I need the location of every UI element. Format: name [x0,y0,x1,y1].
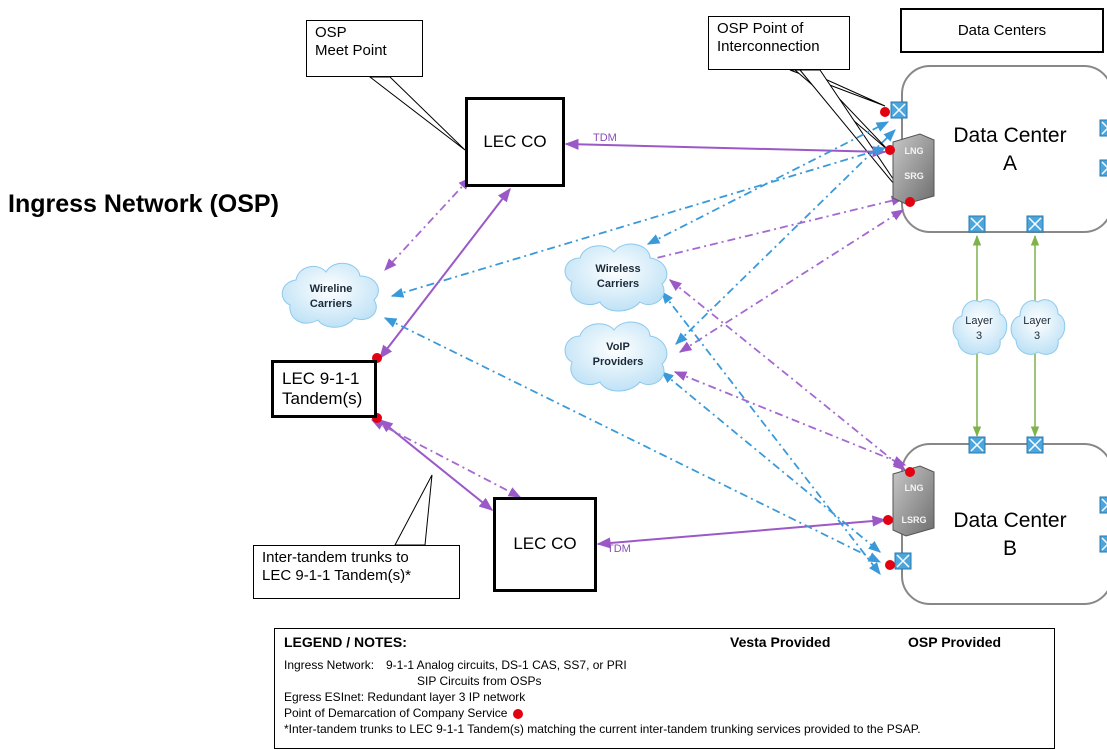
layer3-cloud-b-label: Layer 3 [1016,314,1058,344]
interconnection-callout-line2: Interconnection [717,38,820,55]
demarcation-point [905,467,915,477]
wireless-line1: Wireless [595,263,641,275]
voip-providers-label: VoIP Providers [580,340,656,370]
legend-demarcation-row: Point of Demarcation of Company Service [284,706,523,721]
data-center-b-line2: B [1002,537,1017,561]
wireless-carriers-label: Wireless Carriers [580,262,656,292]
callout-pointers [368,69,909,546]
stack-b-label-2: LSRG [901,515,927,525]
wireline-line2: Carriers [309,297,353,310]
tandem-line1: LEC 9-1-1 [282,368,360,388]
switch-icon [1099,159,1107,177]
stack-a-label-2: SRG [904,171,924,181]
layer3-a-line1: Layer [965,315,993,327]
gateway-stack-a [892,133,935,205]
meet-point-callout: OSP Meet Point [306,20,423,77]
wireline-carriers-label: Wireline Carriers [296,282,366,312]
legend-ingress-text-2: SIP Circuits from OSPs [417,674,542,688]
data-center-a-line1: Data Center [953,124,1067,147]
legend-title: LEGEND / NOTES: [284,634,407,650]
data-center-b-line1: Data Center [953,509,1067,532]
switch-icon-crosses [892,103,1107,568]
osp-blue-links [383,121,896,575]
switch-icon [1099,535,1107,553]
demarcation-points [372,107,915,570]
legend-footnote: *Inter-tandem trunks to LEC 9-1-1 Tandem… [284,722,921,736]
demarcation-point [885,145,895,155]
layer3-b-line1: Layer [1023,315,1051,327]
legend-ingress-text-1: 9-1-1 Analog circuits, DS-1 CAS, SS7, or… [386,658,627,672]
wireless-line2: Carriers [596,277,640,290]
inter-tandem-callout: Inter-tandem trunks to LEC 9-1-1 Tandem(… [253,545,460,599]
wireless-carriers-cloud [564,243,668,312]
switch-icon [1099,496,1107,514]
tdm-label-bottom: TDM [607,543,631,555]
legend-demarcation-dot [512,708,523,719]
page-title: Ingress Network (OSP) [8,190,279,218]
wireline-carriers-cloud [281,262,379,328]
legend-osp-header: OSP Provided [908,634,1002,650]
stack-a-label-1: LNG [904,146,924,156]
lec-co-top: LEC CO [465,97,565,187]
data-centers-label: Data Centers [900,8,1104,53]
meet-point-callout-line2: Meet Point [315,42,387,59]
data-center-a-label: Data Center A [935,122,1085,179]
demarcation-point [883,515,893,525]
gateway-stack-b [892,465,935,537]
demarcation-point [885,560,895,570]
data-center-b-label: Data Center B [935,507,1085,564]
demarcation-point [905,197,915,207]
switch-icon [1099,119,1107,137]
lec-911-tandem: LEC 9-1-1 Tandem(s) [271,360,377,418]
interconnection-callout-line1: OSP Point of [717,20,804,37]
layer3-a-line2: 3 [975,329,983,342]
voip-line2: Providers [592,355,644,368]
legend-egress: Egress ESInet: Redundant layer 3 IP netw… [284,690,526,704]
tdm-link-top [564,138,887,158]
layer3-cloud-b [1010,299,1066,355]
lec-co-bottom: LEC CO [493,497,597,592]
inter-tandem-callout-line1: Inter-tandem trunks to [262,549,409,566]
meet-point-pointer [368,76,466,151]
legend-vesta-header: Vesta Provided [730,634,831,650]
interconnection-pointer-3 [798,69,909,202]
layer3-cloud-a [952,299,1008,355]
data-center-a-line2: A [1002,152,1017,176]
legend-demarcation: Point of Demarcation of Company Service [284,706,508,720]
voip-providers-cloud [564,321,668,392]
inter-tandem-pointer [394,474,433,546]
meet-point-callout-line1: OSP [315,24,347,41]
demarcation-point [880,107,890,117]
wireline-line1: Wireline [309,283,353,295]
inter-tandem-callout-line2: LEC 9-1-1 Tandem(s)* [262,567,411,584]
tandem-line2: Tandem(s) [282,389,363,408]
interconnection-callout: OSP Point of Interconnection [708,16,850,70]
layer3-b-line2: 3 [1033,329,1041,342]
stack-b-label-1: LNG [904,483,924,493]
legend-ingress-label: Ingress Network: [284,658,375,672]
layer3-cloud-a-label: Layer 3 [958,314,1000,344]
voip-line1: VoIP [606,341,630,353]
tandem-co-link-bottom [378,419,494,511]
legend-box: LEGEND / NOTES: Vesta Provided OSP Provi… [274,628,1055,749]
tandem-co-link-top [379,187,511,360]
tdm-label-top: TDM [593,132,617,144]
